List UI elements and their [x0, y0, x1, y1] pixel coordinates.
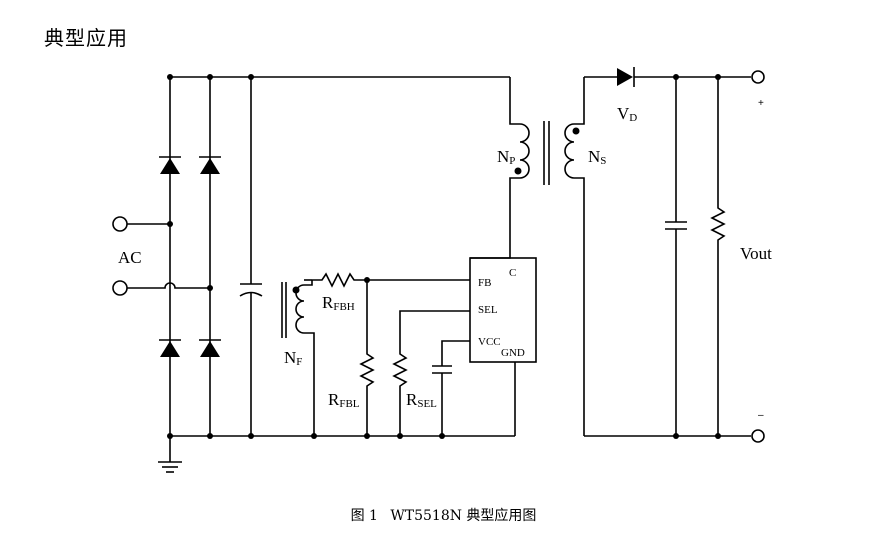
diode-d2 — [199, 156, 221, 174]
aux-dot — [292, 286, 300, 294]
output-diode — [617, 67, 635, 87]
ic-body — [469, 257, 537, 363]
ac-terminal-top — [112, 216, 128, 232]
figure-title: WT5518N 典型应用图 — [390, 508, 537, 524]
diode-d3 — [159, 339, 181, 357]
nf-label: NF — [284, 348, 302, 368]
controller-ic: C FB SEL VCC GND — [469, 257, 537, 436]
bridge-rectifier — [159, 74, 515, 439]
ac-terminal-bottom — [112, 280, 128, 296]
ac-input: AC — [112, 216, 210, 296]
np-label: NP — [497, 147, 515, 167]
rfbh-label: RFBH — [322, 293, 355, 313]
pin-vcc: VCC — [478, 336, 501, 348]
ns-label: NS — [588, 147, 606, 167]
vout-minus-terminal — [751, 429, 765, 443]
vout-plus-terminal — [751, 70, 765, 84]
pin-fb: FB — [478, 277, 491, 289]
pin-c: C — [509, 267, 516, 279]
output-stage: VD Vout + – — [584, 67, 772, 443]
output-resistor — [710, 74, 726, 439]
input-capacitor — [239, 74, 263, 439]
minus-sign: – — [758, 410, 764, 421]
figure-caption: 图 1 WT5518N 典型应用图 — [0, 505, 887, 525]
feedback-network: NF RFBH RFBL RSEL — [281, 272, 470, 439]
transformer: NP NS — [470, 77, 606, 436]
primary-dot — [514, 167, 522, 175]
output-capacitor — [665, 74, 687, 439]
pin-sel: SEL — [478, 304, 498, 316]
plus-sign: + — [758, 98, 764, 109]
ac-label: AC — [118, 248, 142, 267]
rfbl-label: RFBL — [328, 390, 360, 410]
diode-d1 — [159, 156, 181, 174]
figure-number: 图 1 — [350, 508, 378, 524]
rsel-label: RSEL — [406, 390, 437, 410]
ground-symbol — [158, 436, 182, 473]
pin-gnd: GND — [501, 347, 525, 359]
section-heading: 典型应用 — [44, 26, 128, 50]
vd-label: VD — [617, 104, 637, 124]
diode-d4 — [199, 339, 221, 357]
vout-label: Vout — [740, 244, 772, 263]
secondary-dot — [572, 127, 580, 135]
